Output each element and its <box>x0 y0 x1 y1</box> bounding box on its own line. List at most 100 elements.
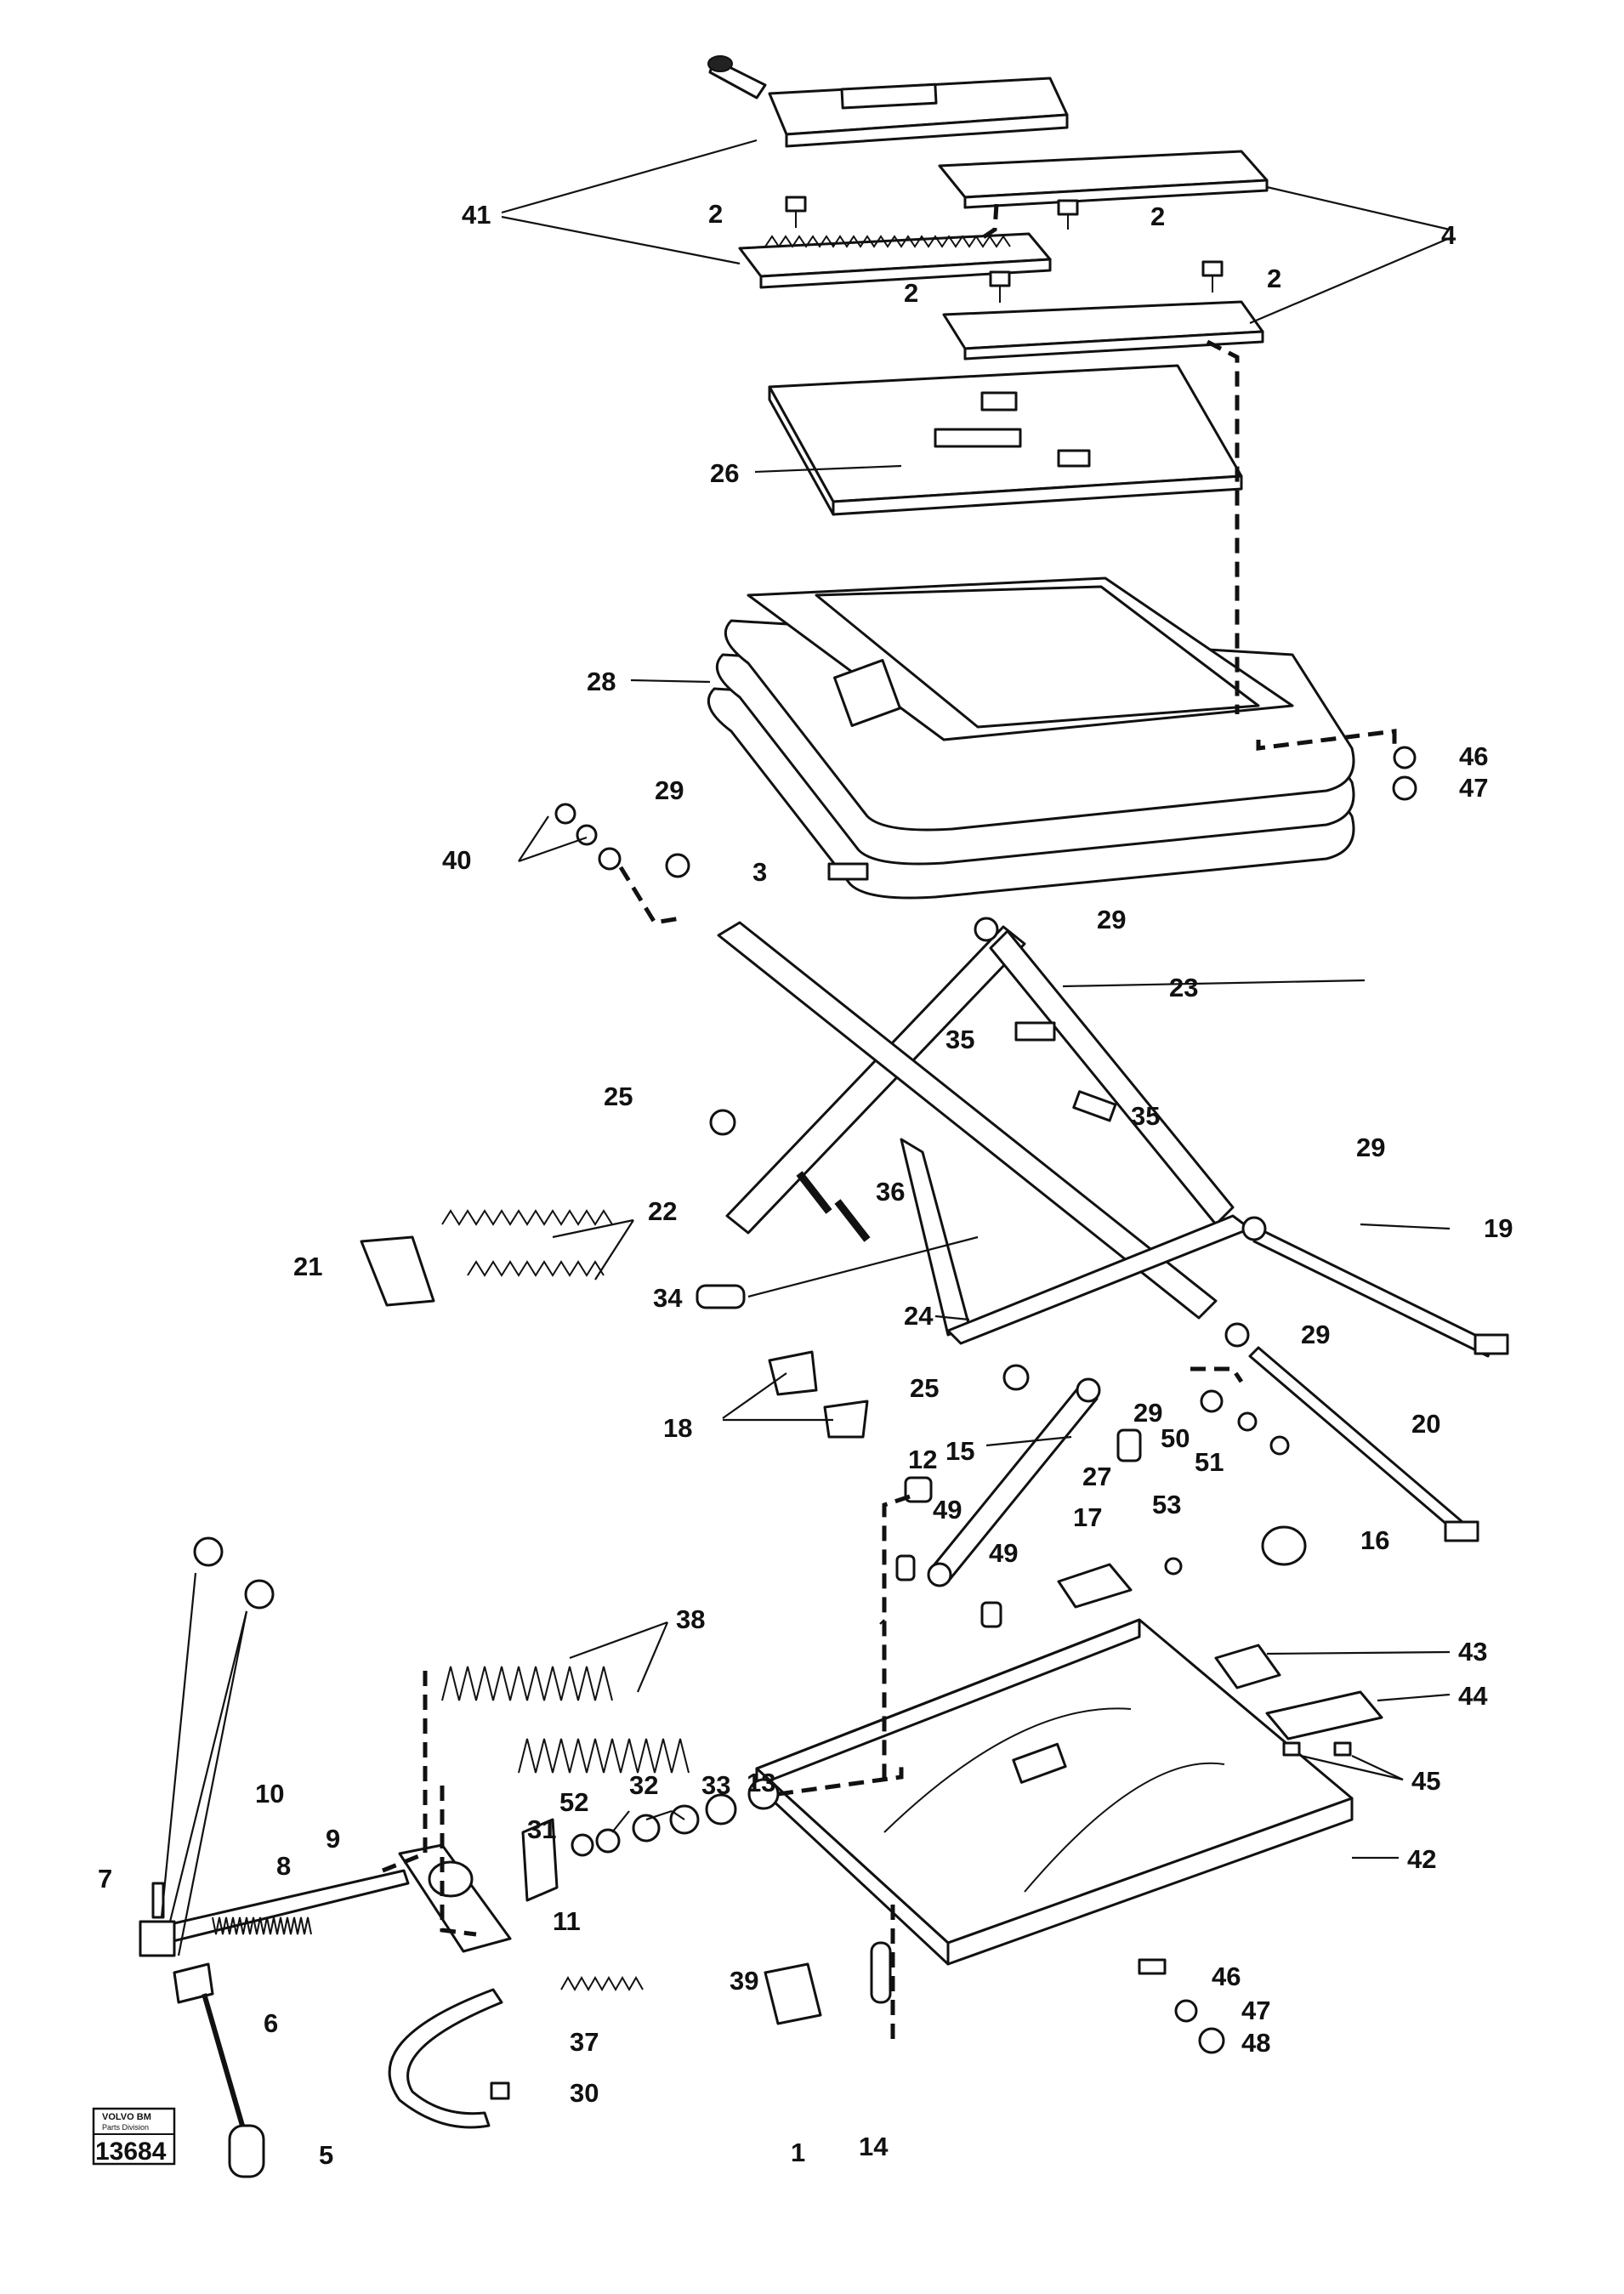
callout-22: 22 <box>648 1196 677 1226</box>
callout-49: 49 <box>989 1538 1018 1568</box>
callout-12: 12 <box>908 1445 937 1474</box>
spring-bracket <box>360 1235 435 1307</box>
callout-35: 35 <box>945 1025 974 1054</box>
callout-20: 20 <box>1411 1409 1440 1439</box>
badge-number: 13684 <box>95 2138 167 2166</box>
callout-49: 49 <box>933 1495 962 1525</box>
callout-25: 25 <box>910 1373 939 1403</box>
callout-25: 25 <box>604 1082 633 1111</box>
callout-53: 53 <box>1152 1490 1181 1519</box>
callout-29: 29 <box>1133 1398 1162 1428</box>
callout-2: 2 <box>904 278 918 308</box>
callout-2: 2 <box>1150 202 1165 231</box>
callout-41: 41 <box>462 200 491 230</box>
slide-rail-left-lower <box>738 232 1052 289</box>
adjusting-screw <box>139 1869 410 1957</box>
badge-brand: VOLVO BM <box>102 2112 151 2122</box>
callout-42: 42 <box>1407 1844 1436 1874</box>
callout-6: 6 <box>264 2008 278 2038</box>
spring-coil-icon <box>441 1666 690 1774</box>
callout-16: 16 <box>1360 1525 1389 1555</box>
slide-rail-right-lower <box>942 300 1264 361</box>
callout-29: 29 <box>1097 905 1126 934</box>
seat-plate <box>768 364 1243 516</box>
spring-small-icon <box>560 1975 644 1992</box>
callout-28: 28 <box>587 667 616 696</box>
callout-52: 52 <box>559 1787 588 1817</box>
callout-47: 47 <box>1241 1996 1270 2025</box>
callout-37: 37 <box>570 2027 599 2057</box>
callout-38: 38 <box>676 1604 705 1634</box>
washer-icon <box>193 1536 780 1857</box>
callout-19: 19 <box>1484 1213 1513 1243</box>
callout-43: 43 <box>1458 1637 1487 1667</box>
badge-division: Parts Division <box>102 2123 149 2132</box>
callout-44: 44 <box>1458 1681 1488 1711</box>
screw-icon <box>1282 1741 1352 1757</box>
callout-29: 29 <box>655 775 684 805</box>
slide-rail-left-upper <box>707 55 1069 148</box>
callout-21: 21 <box>293 1252 322 1281</box>
callout-33: 33 <box>701 1770 730 1800</box>
callout-5: 5 <box>319 2140 333 2170</box>
callout-23: 23 <box>1169 973 1198 1002</box>
bushing-icon <box>665 853 1290 1456</box>
callout-39: 39 <box>730 1966 758 1996</box>
callout-15: 15 <box>945 1436 974 1466</box>
callout-2: 2 <box>1267 264 1281 293</box>
callout-26: 26 <box>710 458 739 488</box>
callout-labels: 41 2 2 2 2 4 26 28 46 47 29 40 3 29 23 3… <box>98 199 1513 2170</box>
callout-50: 50 <box>1161 1423 1190 1453</box>
callout-24: 24 <box>904 1301 934 1331</box>
callout-8: 8 <box>276 1851 291 1881</box>
callout-46: 46 <box>1212 1962 1241 1991</box>
bolt-icon <box>490 1958 1225 2100</box>
clip-icon <box>764 1941 892 2025</box>
callout-34: 34 <box>653 1283 683 1313</box>
callout-30: 30 <box>570 2078 599 2108</box>
callout-18: 18 <box>663 1413 692 1443</box>
spring-coil-icon <box>441 1209 613 1277</box>
callout-11: 11 <box>553 1906 581 1936</box>
assembly-dashed-lines <box>382 203 1397 2041</box>
callout-9: 9 <box>326 1824 340 1854</box>
screw-icon <box>785 196 1224 303</box>
knob-icon <box>173 1962 265 2178</box>
callout-10: 10 <box>255 1779 284 1809</box>
scissor-arm-24 <box>717 921 1252 1345</box>
strap <box>388 1988 503 2129</box>
callout-46: 46 <box>1459 741 1488 771</box>
washer-icon <box>554 746 1417 871</box>
callout-27: 27 <box>1082 1462 1111 1491</box>
slide-rail-right-upper <box>938 150 1269 209</box>
callout-31: 31 <box>527 1814 556 1844</box>
callout-3: 3 <box>752 857 767 887</box>
callout-29: 29 <box>1301 1320 1330 1349</box>
bolt-icon <box>827 862 1117 1122</box>
callout-17: 17 <box>1073 1502 1102 1532</box>
callout-2: 2 <box>708 199 723 229</box>
leader-lines <box>160 139 1451 1956</box>
callout-32: 32 <box>629 1770 658 1800</box>
rods-19-20 <box>1248 1227 1509 1542</box>
callout-51: 51 <box>1195 1447 1224 1477</box>
callout-48: 48 <box>1241 2028 1270 2058</box>
callout-1: 1 <box>791 2138 805 2167</box>
callout-35: 35 <box>1131 1101 1160 1131</box>
gas-strut <box>927 1377 1101 1587</box>
volvo-parts-badge: VOLVO BM Parts Division 13684 <box>92 2107 176 2166</box>
callout-29: 29 <box>1356 1133 1385 1162</box>
roller-icon <box>696 1284 746 1309</box>
callout-36: 36 <box>876 1177 905 1207</box>
suspension-bellows <box>707 576 1355 900</box>
fitting-icon <box>895 1428 1307 1628</box>
callout-47: 47 <box>1459 773 1488 803</box>
pin-icon <box>796 1171 871 1242</box>
callout-7: 7 <box>98 1864 112 1894</box>
scissor-arm-23 <box>725 925 1235 1235</box>
pad-icon <box>1214 1644 1383 1740</box>
callout-40: 40 <box>442 845 471 875</box>
callout-14: 14 <box>859 2132 889 2161</box>
callout-45: 45 <box>1411 1766 1440 1796</box>
